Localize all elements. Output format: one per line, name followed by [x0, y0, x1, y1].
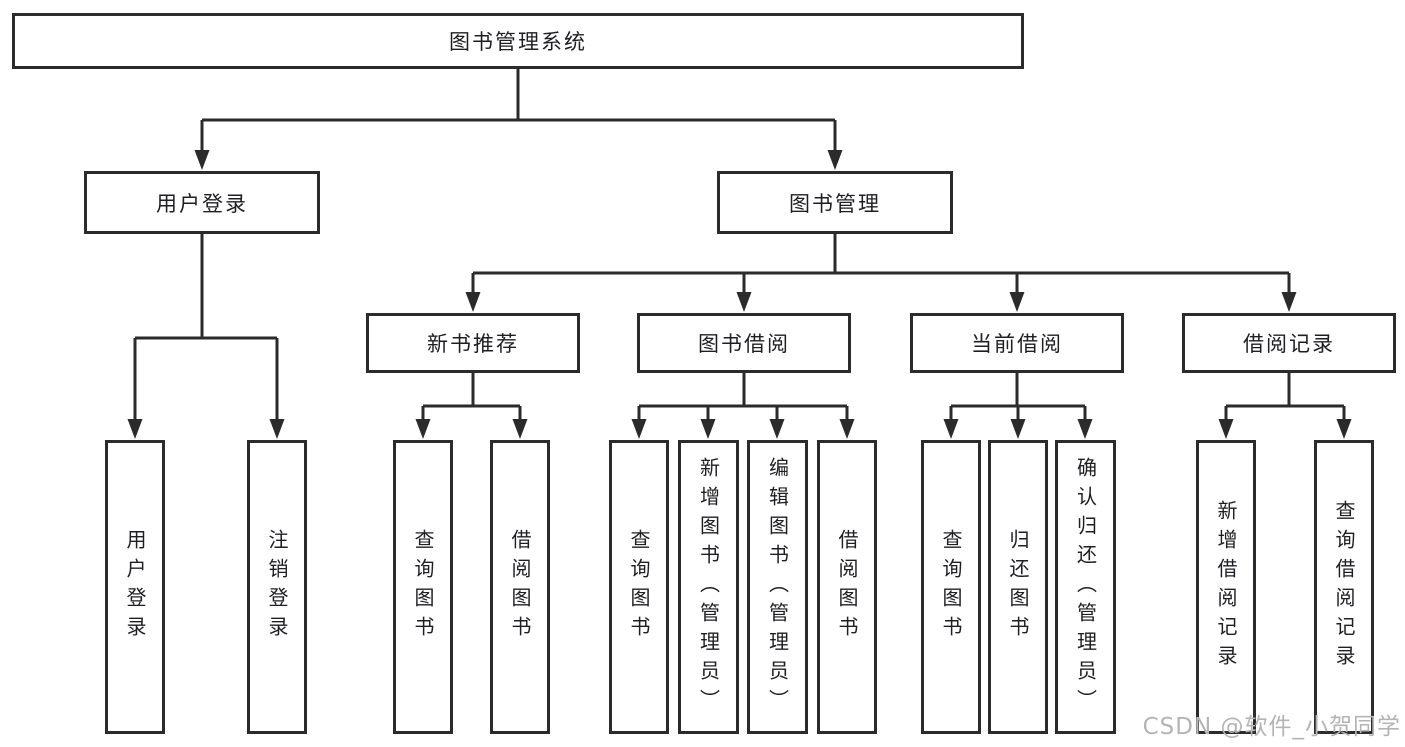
leaf-current-confirm-return-admin: 确认归还（管理员）	[1055, 440, 1116, 734]
leaf-logout: 注销登录	[247, 440, 307, 734]
connector-user-login-branch	[127, 234, 285, 439]
node-label: 当前借阅	[971, 332, 1063, 356]
connector-current-branch	[943, 373, 1093, 439]
node-label: 图书管理系统	[449, 30, 587, 54]
leaf-current-query-books: 查询图书	[921, 440, 981, 734]
connector-book-management-branch	[465, 234, 1297, 312]
node-label: 借阅记录	[1243, 332, 1335, 356]
node-label: 图书借阅	[698, 332, 790, 356]
node-borrowing-records: 借阅记录	[1182, 313, 1396, 373]
leaf-label: 查询借阅记录	[1332, 500, 1356, 674]
connector-recommend-branch	[415, 373, 528, 439]
node-new-book-recommendation: 新书推荐	[366, 313, 580, 373]
connector-records-branch	[1218, 373, 1352, 439]
node-label: 用户登录	[156, 191, 248, 216]
leaf-label: 借阅图书	[508, 529, 532, 645]
leaf-label: 查询图书	[939, 529, 963, 645]
leaf-user-login: 用户登录	[105, 440, 165, 734]
leaf-label: 查询图书	[627, 529, 651, 645]
leaf-borrowing-add-books-admin: 新增图书（管理员）	[678, 440, 739, 734]
leaf-records-add-borrow-record: 新增借阅记录	[1196, 440, 1256, 734]
leaf-records-query-borrow-record: 查询借阅记录	[1314, 440, 1374, 734]
leaf-label: 用户登录	[123, 529, 147, 645]
leaf-label: 借阅图书	[835, 529, 859, 645]
leaf-borrowing-borrow-books: 借阅图书	[817, 440, 877, 734]
node-current-borrowing: 当前借阅	[910, 313, 1124, 373]
leaf-recommend-borrow-books: 借阅图书	[490, 440, 550, 734]
leaf-current-return-books: 归还图书	[988, 440, 1048, 734]
connector-root-branch	[194, 69, 843, 170]
node-user-login: 用户登录	[84, 171, 320, 234]
node-label: 图书管理	[789, 191, 881, 216]
leaf-label: 编辑图书（管理员）	[765, 456, 790, 718]
leaf-label: 新增图书（管理员）	[696, 456, 721, 718]
leaf-label: 确认归还（管理员）	[1073, 456, 1098, 718]
leaf-recommend-query-books: 查询图书	[393, 440, 453, 734]
node-book-borrowing: 图书借阅	[637, 313, 851, 373]
leaf-label: 查询图书	[411, 529, 435, 645]
connector-borrowing-branch	[631, 373, 855, 439]
leaf-label: 归还图书	[1006, 529, 1030, 645]
leaf-borrowing-query-books: 查询图书	[609, 440, 669, 734]
leaf-borrowing-edit-books-admin: 编辑图书（管理员）	[747, 440, 808, 734]
node-library-management-system: 图书管理系统	[12, 13, 1024, 69]
node-label: 新书推荐	[427, 332, 519, 356]
csdn-watermark: CSDN @软件_小贺同学	[1142, 714, 1401, 740]
leaf-label: 新增借阅记录	[1214, 500, 1238, 674]
node-book-management: 图书管理	[717, 171, 953, 234]
leaf-label: 注销登录	[265, 529, 289, 645]
